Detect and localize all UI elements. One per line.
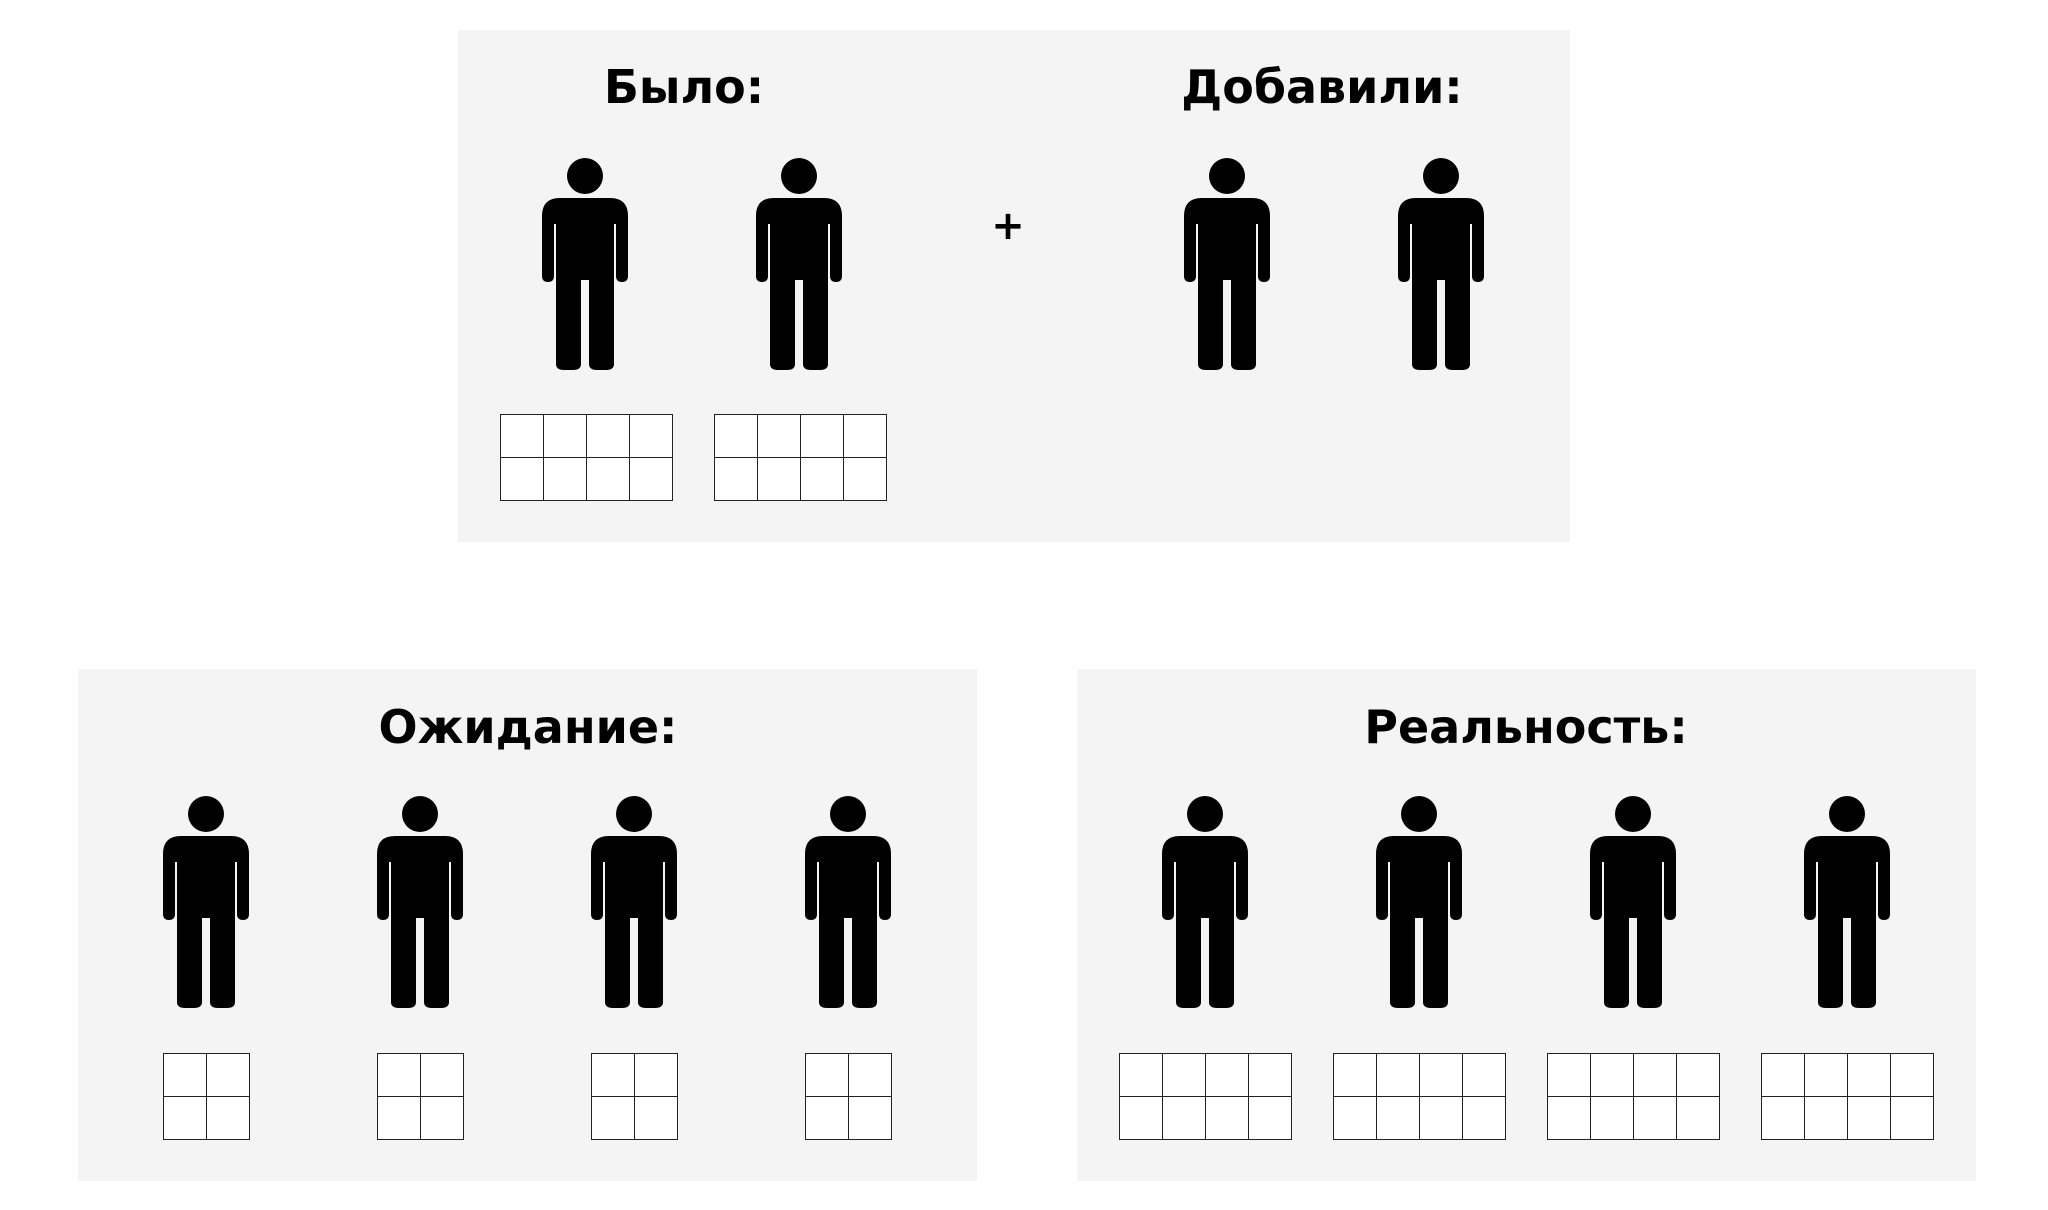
seat-grid — [1333, 1053, 1506, 1140]
grid-cell — [758, 415, 801, 458]
grid-cell — [1420, 1097, 1463, 1140]
seat-grid — [377, 1053, 464, 1140]
grid-cell — [1677, 1054, 1720, 1097]
expectation-title: Ожидание: — [378, 700, 678, 754]
grid-cell — [849, 1054, 892, 1097]
grid-cell — [1634, 1054, 1677, 1097]
grid-cell — [378, 1054, 421, 1097]
grid-cell — [1463, 1097, 1506, 1140]
person-icon — [805, 796, 891, 1008]
person-icon — [591, 796, 677, 1008]
grid-cell — [1334, 1097, 1377, 1140]
grid-cell — [1206, 1054, 1249, 1097]
grid-cell — [1463, 1054, 1506, 1097]
plus-sign: + — [991, 203, 1025, 249]
grid-cell — [1163, 1097, 1206, 1140]
grid-cell — [1120, 1097, 1163, 1140]
added-title: Добавили: — [1181, 60, 1463, 114]
person-icon — [1804, 796, 1890, 1008]
grid-cell — [630, 415, 673, 458]
grid-cell — [806, 1054, 849, 1097]
grid-cell — [592, 1097, 635, 1140]
expectation-panel: Ожидание: — [78, 669, 977, 1181]
grid-cell — [1591, 1054, 1634, 1097]
person-icon — [1590, 796, 1676, 1008]
person-icon — [542, 158, 628, 370]
grid-cell — [844, 458, 887, 501]
person-icon — [1376, 796, 1462, 1008]
person-icon — [1398, 158, 1484, 370]
seat-grid — [163, 1053, 250, 1140]
grid-cell — [207, 1097, 250, 1140]
grid-cell — [544, 415, 587, 458]
seat-grid — [1119, 1053, 1292, 1140]
grid-cell — [378, 1097, 421, 1140]
grid-cell — [801, 415, 844, 458]
grid-cell — [630, 458, 673, 501]
person-icon — [377, 796, 463, 1008]
grid-cell — [635, 1054, 678, 1097]
grid-cell — [421, 1097, 464, 1140]
grid-cell — [1548, 1054, 1591, 1097]
reality-panel: Реальность: — [1077, 669, 1976, 1181]
grid-cell — [1206, 1097, 1249, 1140]
grid-cell — [501, 458, 544, 501]
grid-cell — [1377, 1054, 1420, 1097]
grid-cell — [421, 1054, 464, 1097]
grid-cell — [1377, 1097, 1420, 1140]
grid-cell — [635, 1097, 678, 1140]
grid-cell — [1677, 1097, 1720, 1140]
seat-grid — [1547, 1053, 1720, 1140]
seat-grid — [714, 414, 887, 501]
grid-cell — [806, 1097, 849, 1140]
grid-cell — [1762, 1054, 1805, 1097]
grid-cell — [758, 458, 801, 501]
grid-cell — [1249, 1097, 1292, 1140]
seat-grid — [591, 1053, 678, 1140]
person-icon — [163, 796, 249, 1008]
grid-cell — [544, 458, 587, 501]
grid-cell — [587, 458, 630, 501]
grid-cell — [207, 1054, 250, 1097]
grid-cell — [1334, 1054, 1377, 1097]
before-title: Было: — [603, 60, 765, 114]
grid-cell — [1848, 1054, 1891, 1097]
grid-cell — [1120, 1054, 1163, 1097]
grid-cell — [164, 1054, 207, 1097]
person-icon — [756, 158, 842, 370]
grid-cell — [849, 1097, 892, 1140]
top-panel: Было: Добавили: + — [458, 30, 1570, 542]
grid-cell — [1163, 1054, 1206, 1097]
seat-grid — [805, 1053, 892, 1140]
grid-cell — [715, 458, 758, 501]
grid-cell — [1591, 1097, 1634, 1140]
reality-title: Реальность: — [1364, 700, 1688, 754]
grid-cell — [844, 415, 887, 458]
grid-cell — [501, 415, 544, 458]
grid-cell — [1805, 1054, 1848, 1097]
grid-cell — [1762, 1097, 1805, 1140]
grid-cell — [1891, 1054, 1934, 1097]
seat-grid — [1761, 1053, 1934, 1140]
grid-cell — [1805, 1097, 1848, 1140]
seat-grid — [500, 414, 673, 501]
grid-cell — [1891, 1097, 1934, 1140]
grid-cell — [1548, 1097, 1591, 1140]
grid-cell — [715, 415, 758, 458]
grid-cell — [1634, 1097, 1677, 1140]
grid-cell — [164, 1097, 207, 1140]
person-icon — [1184, 158, 1270, 370]
grid-cell — [1848, 1097, 1891, 1140]
person-icon — [1162, 796, 1248, 1008]
grid-cell — [587, 415, 630, 458]
grid-cell — [801, 458, 844, 501]
grid-cell — [1249, 1054, 1292, 1097]
grid-cell — [1420, 1054, 1463, 1097]
grid-cell — [592, 1054, 635, 1097]
